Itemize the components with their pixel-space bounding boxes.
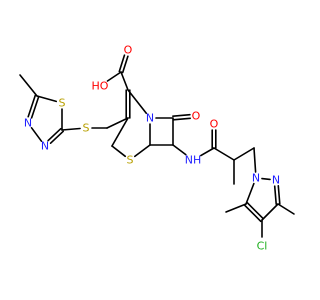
double-bond-line bbox=[121, 55, 129, 74]
atom-label-n: NH bbox=[185, 154, 202, 167]
double-bond-line bbox=[49, 130, 65, 144]
double-bond-line bbox=[172, 113, 191, 118]
single-bond bbox=[213, 147, 235, 161]
double-bond-line bbox=[246, 201, 265, 220]
bond-layer bbox=[19, 54, 295, 238]
single-bond bbox=[225, 203, 247, 213]
atom-label-o: HO bbox=[92, 80, 109, 93]
atom-label-s: S bbox=[59, 97, 66, 110]
double-bond-line bbox=[118, 54, 126, 73]
double-bond-line bbox=[27, 94, 37, 118]
single-bond bbox=[30, 127, 43, 142]
single-bond bbox=[277, 203, 295, 215]
double-bond-line bbox=[30, 95, 40, 119]
atom-label-n: N bbox=[146, 112, 154, 125]
double-bond-line bbox=[47, 127, 62, 142]
double-bond-line bbox=[243, 204, 262, 223]
atom-label-n: N bbox=[272, 174, 280, 187]
single-bond bbox=[61, 127, 81, 131]
single-bond bbox=[120, 71, 129, 91]
atom-label-o: O bbox=[192, 110, 201, 123]
single-bond bbox=[245, 182, 255, 205]
atom-label-o: O bbox=[210, 118, 219, 131]
atom-label-o: O bbox=[124, 44, 133, 57]
double-bond-line bbox=[172, 117, 191, 121]
atom-label-n: N bbox=[24, 117, 32, 130]
atom-label-s: S bbox=[83, 122, 90, 135]
single-bond bbox=[261, 203, 279, 221]
single-bond bbox=[172, 144, 187, 156]
double-bond-line bbox=[273, 185, 278, 205]
atom-label-cl: Cl bbox=[257, 240, 268, 253]
single-bond bbox=[106, 117, 129, 129]
single-bond bbox=[253, 147, 257, 173]
atom-label-n: N bbox=[252, 172, 260, 185]
single-bond bbox=[106, 71, 122, 82]
double-bond-line bbox=[277, 185, 281, 205]
single-bond bbox=[19, 74, 38, 97]
single-bond bbox=[261, 177, 271, 181]
single-bond bbox=[127, 89, 148, 115]
single-bond bbox=[36, 95, 58, 103]
single-bond bbox=[111, 117, 129, 147]
atom-label-n: N bbox=[41, 140, 49, 153]
single-bond bbox=[233, 147, 255, 161]
single-bond bbox=[134, 144, 151, 158]
single-bond bbox=[200, 147, 215, 157]
single-bond bbox=[111, 145, 127, 158]
atom-label-s: S bbox=[127, 154, 134, 167]
